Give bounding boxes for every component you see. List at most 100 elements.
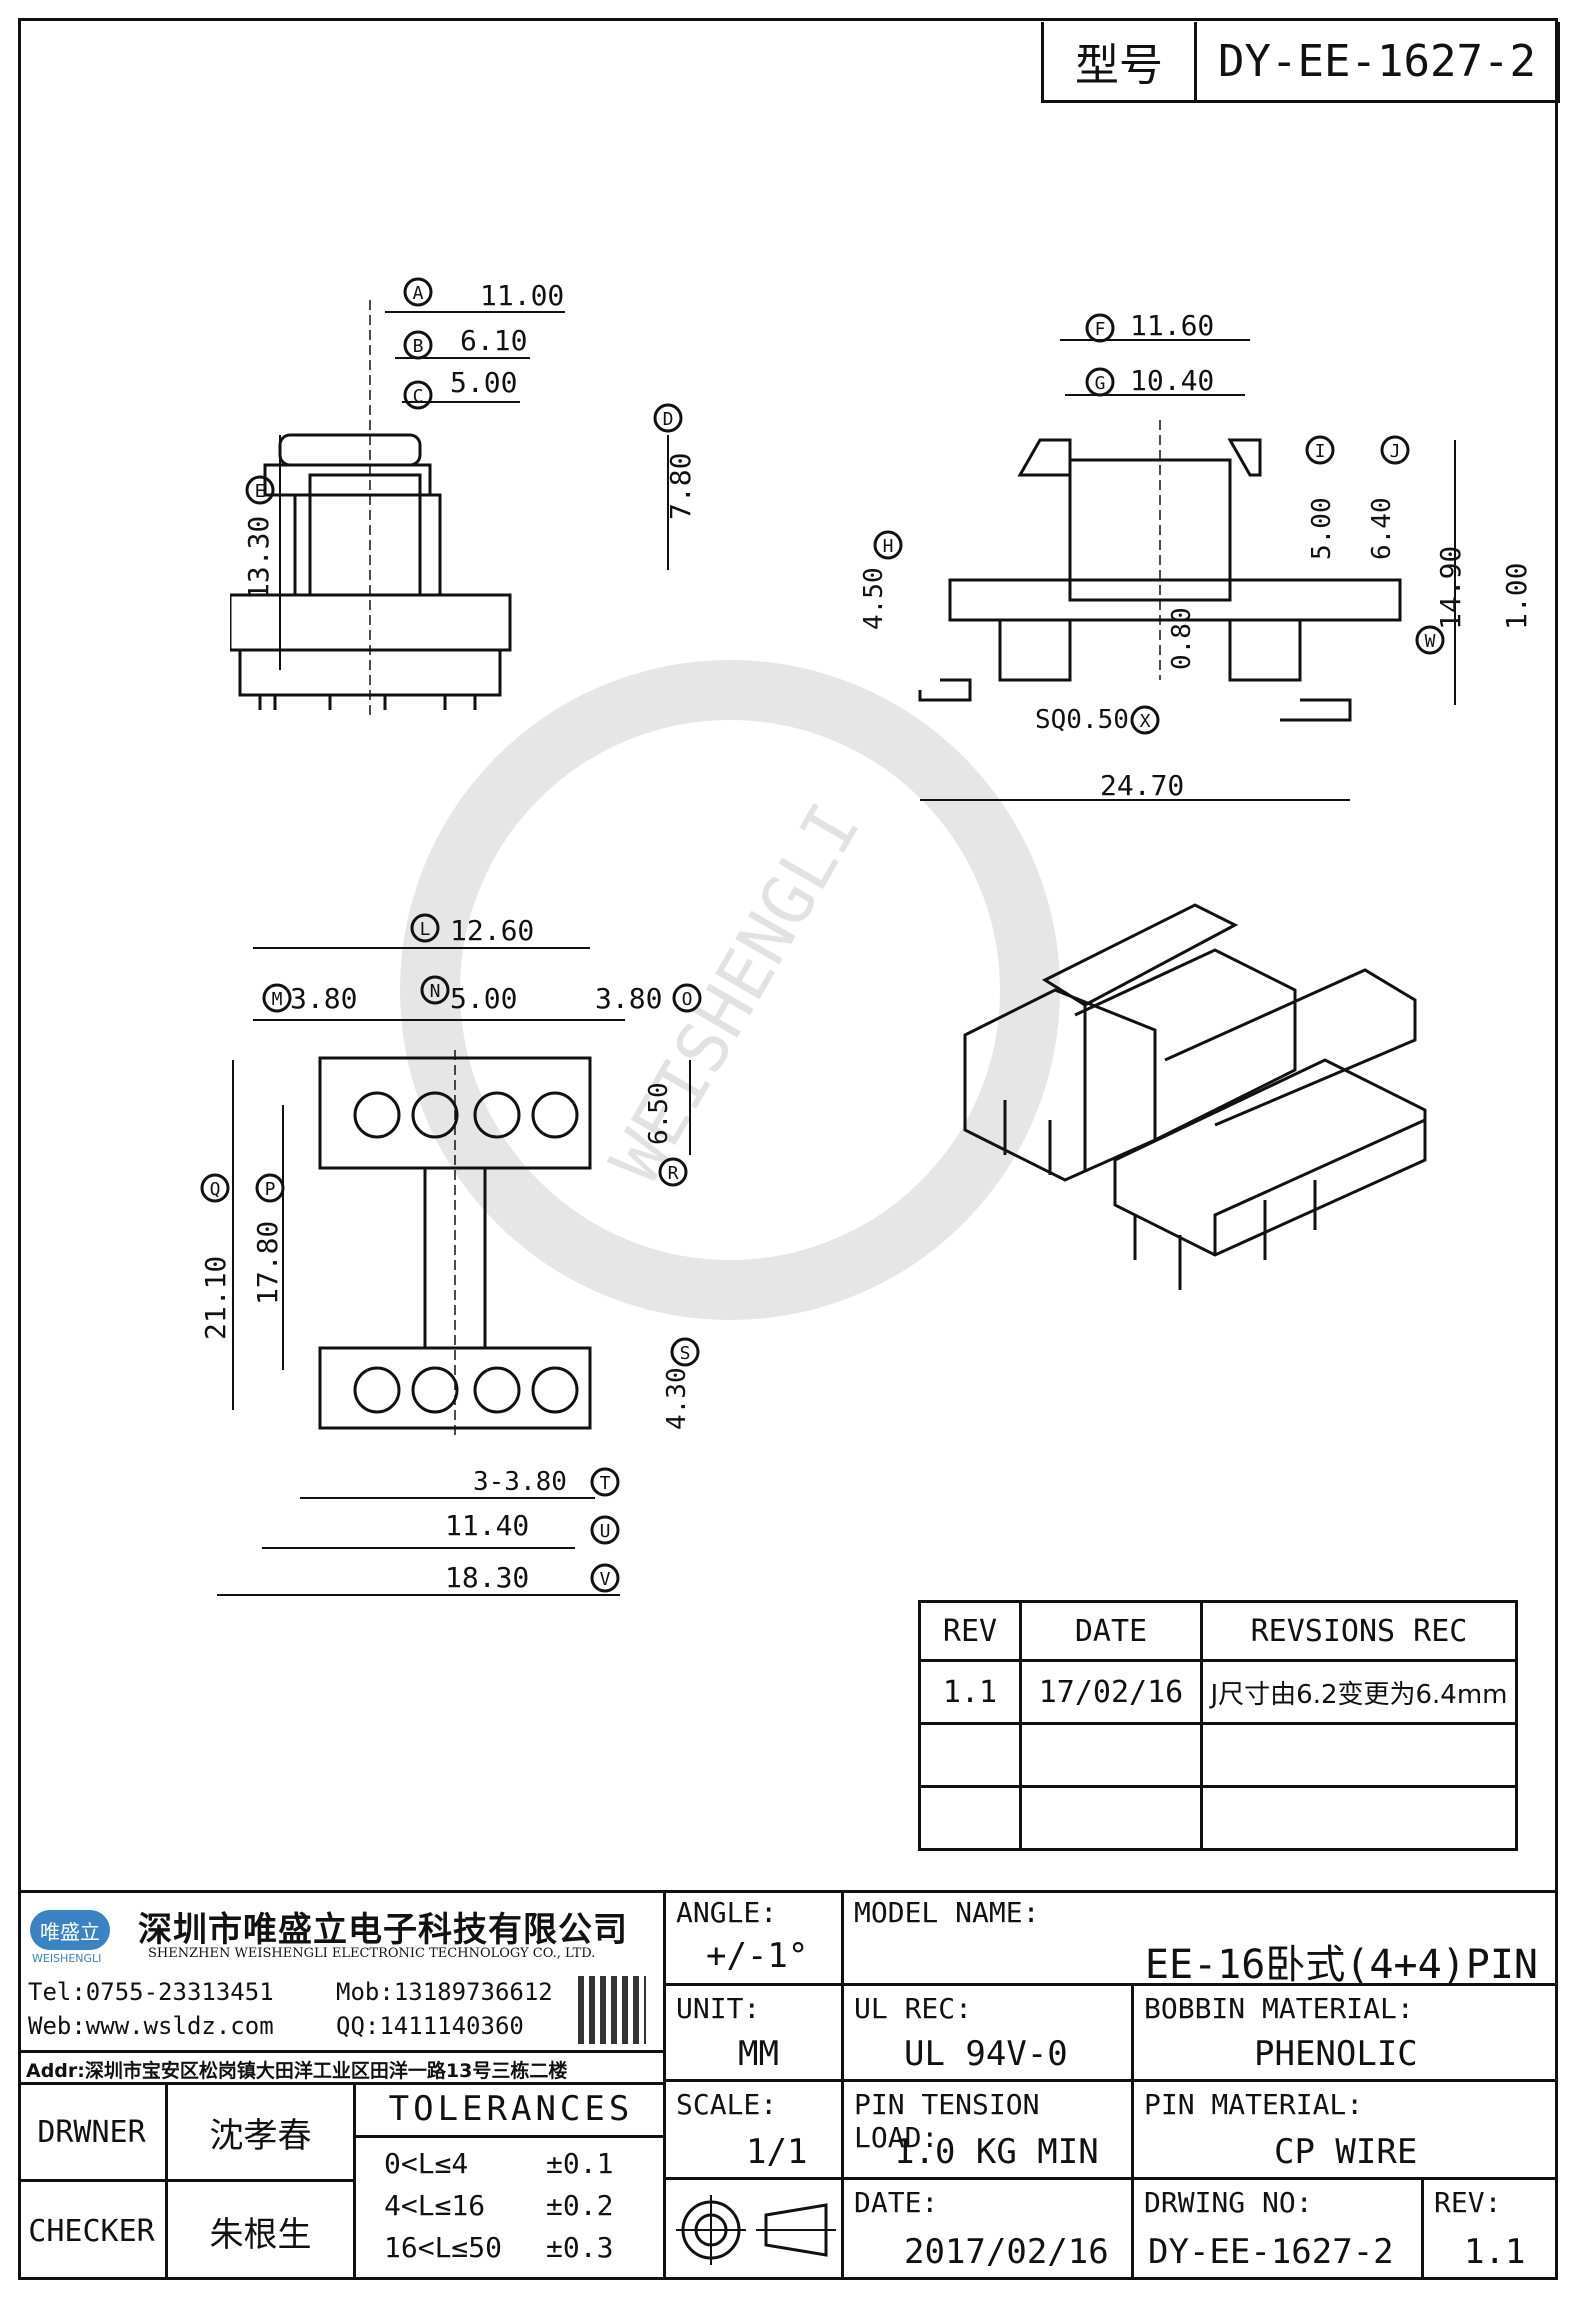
bobbin-material-label: BOBBIN MATERIAL: <box>1144 1992 1414 2025</box>
bottom-view: L 12.60 M 3.80 N 5.00 3.80 O 6.50 R Q 21… <box>199 913 702 1596</box>
pin-tension-cell: PIN TENSION LOAD: 1.0 KG MIN <box>844 2082 1134 2180</box>
callout-m <box>262 983 292 1013</box>
callout-a-letter: A <box>413 283 424 304</box>
callout-v-letter: V <box>600 1569 611 1590</box>
tolerance-value: ±0.1 <box>546 2147 614 2180</box>
dim-f-value: 11.60 <box>1130 309 1214 342</box>
callout-u-letter: U <box>600 1521 611 1542</box>
ul-rec-label: UL REC: <box>854 1992 973 2025</box>
callout-d <box>653 403 683 433</box>
date-value: 2017/02/16 <box>904 2232 1109 2272</box>
callout-e-letter: E <box>255 481 266 502</box>
dim-w-value: 14.90 <box>1434 546 1467 630</box>
callout-n-letter: N <box>430 981 441 1002</box>
revision-rev-cell: 1.1 <box>918 1659 1022 1725</box>
watermark: WEISHENGLI <box>400 660 1060 1320</box>
dim-u-value: 11.40 <box>445 1509 529 1542</box>
title-block: 唯盛立 WEISHENGLI 深圳市唯盛立电子科技有限公司 SHENZHEN W… <box>18 1890 1558 2280</box>
dim-e-value: 13.30 <box>242 516 275 600</box>
callout-t-letter: T <box>600 1473 611 1494</box>
callout-r <box>658 1157 688 1187</box>
callout-j-letter: J <box>1390 441 1401 462</box>
company-name-cn: 深圳市唯盛立电子科技有限公司 <box>138 1910 628 1950</box>
dim-s-value: 4.30 <box>662 1367 692 1430</box>
callout-p-letter: P <box>265 1179 276 1200</box>
bobbin-material-value: PHENOLIC <box>1254 2034 1418 2074</box>
revision-table: REV DATE REVSIONS REC 1.1 17/02/16 J尺寸由6… <box>918 1600 1518 1851</box>
callout-n <box>420 975 450 1005</box>
dim-q-value: 21.10 <box>199 1256 232 1340</box>
tb-rule <box>18 2050 663 2053</box>
revision-rev-cell <box>918 1785 1022 1851</box>
rev-label: REV: <box>1434 2186 1502 2219</box>
dim-x-value: 24.70 <box>1100 769 1184 802</box>
revisions-rec-header: REVSIONS REC <box>1200 1600 1518 1662</box>
dim-k-value: SQ0.50 <box>1035 705 1129 735</box>
callout-g-letter: G <box>1095 373 1106 394</box>
dim-0-80-value: 0.80 <box>1167 607 1197 670</box>
ul-rec-value: UL 94V-0 <box>904 2034 1068 2074</box>
dim-c-value: 5.00 <box>450 366 517 399</box>
callout-r-letter: R <box>668 1163 679 1184</box>
callout-j <box>1380 435 1410 465</box>
callout-t <box>590 1467 620 1497</box>
dim-j-value: 6.40 <box>1367 497 1397 560</box>
angle-cell: ANGLE: +/-1° <box>666 1890 844 1986</box>
dim-1-00-value: 1.00 <box>1500 563 1533 630</box>
callout-i <box>1305 435 1335 465</box>
unit-label: UNIT: <box>676 1992 761 2025</box>
callout-a <box>403 277 433 307</box>
dim-l-value: 12.60 <box>450 914 534 947</box>
tolerance-range: 4<L≤16 <box>384 2189 486 2222</box>
pin-material-cell: PIN MATERIAL: CP WIRE <box>1134 2082 1558 2180</box>
checker-value: 朱根生 <box>168 2182 356 2280</box>
callout-k-letter: X <box>1140 711 1151 732</box>
pin-material-value: CP WIRE <box>1274 2132 1418 2172</box>
callout-h-letter: H <box>883 536 894 557</box>
callout-w <box>1415 625 1445 655</box>
checker-label: CHECKER <box>18 2182 168 2280</box>
company-web: Web:www.wsldz.com <box>28 2012 274 2040</box>
callout-i-letter: I <box>1315 441 1326 462</box>
dim-a-value: 11.00 <box>480 279 564 312</box>
tolerance-range: 0<L≤4 <box>384 2147 469 2180</box>
front-view: A 11.00 B 6.10 C 5.00 D 7.80 E 13.30 <box>230 277 697 715</box>
company-logo: 唯盛立 <box>30 1910 110 1950</box>
bobbin-material-cell: BOBBIN MATERIAL: PHENOLIC <box>1134 1986 1558 2082</box>
revision-date-cell <box>1019 1722 1203 1788</box>
ul-rec-cell: UL REC: UL 94V-0 <box>844 1986 1134 2082</box>
dim-o-value: 3.80 <box>595 982 662 1015</box>
table-row <box>918 1722 1518 1788</box>
header-title-box: 型号 DY-EE-1627-2 <box>1041 22 1560 103</box>
date-cell: DATE: 2017/02/16 <box>844 2180 1134 2280</box>
dim-p-value: 17.80 <box>251 1221 284 1305</box>
callout-m-letter: M <box>272 989 283 1010</box>
callout-q <box>200 1173 230 1203</box>
dim-h-value: 4.50 <box>859 567 889 630</box>
callout-l <box>410 913 440 943</box>
tb-rule <box>356 2135 666 2138</box>
tolerances-cell: TOLERANCES 0<L≤4 ±0.1 4<L≤16 ±0.2 16<L≤5… <box>356 2085 666 2280</box>
projection-symbol-icon <box>676 2195 836 2265</box>
drawer-label: DRWNER <box>18 2085 168 2182</box>
callout-w-letter: W <box>1425 631 1436 652</box>
pin-tension-label: PIN TENSION LOAD: <box>854 2088 1040 2154</box>
tolerance-value: ±0.2 <box>546 2189 614 2222</box>
company-name-en: SHENZHEN WEISHENGLI ELECTRONIC TECHNOLOG… <box>148 1946 596 1961</box>
unit-cell: UNIT: MM <box>666 1986 844 2082</box>
pin-tension-value: 1.0 KG MIN <box>894 2132 1099 2172</box>
model-code: DY-EE-1627-2 <box>1218 35 1536 87</box>
scale-cell: SCALE: 1/1 <box>666 2082 844 2180</box>
dim-i-value: 5.00 <box>1307 497 1337 560</box>
dim-g-value: 10.40 <box>1130 364 1214 397</box>
callout-o-letter: O <box>682 989 693 1010</box>
callout-q-letter: Q <box>210 1179 221 1200</box>
revision-rev-cell <box>918 1722 1022 1788</box>
rev-cell: REV: 1.1 <box>1424 2180 1558 2280</box>
callout-k <box>1130 705 1160 735</box>
callout-c-letter: C <box>413 386 424 407</box>
callout-s-letter: S <box>680 1343 691 1364</box>
callout-o <box>672 983 702 1013</box>
drawing-no-label: DRWING NO: <box>1144 2186 1313 2219</box>
dim-v-value: 18.30 <box>445 1561 529 1594</box>
